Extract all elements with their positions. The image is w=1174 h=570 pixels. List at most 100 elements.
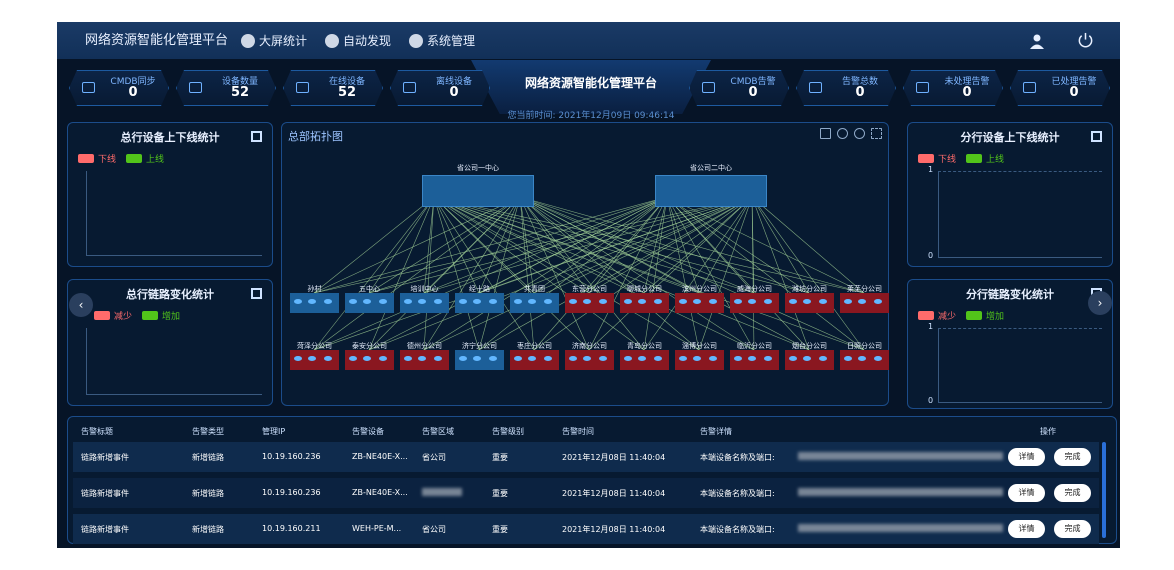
branch-node[interactable]: 滨州分公司	[675, 285, 724, 313]
cell-ip: 10.19.160.236	[262, 488, 321, 497]
stat-online-devices: 在线设备 52	[283, 70, 383, 106]
detail-button[interactable]: 详情	[1008, 520, 1045, 538]
branch-node[interactable]: 日照分公司	[840, 342, 889, 370]
branch-node[interactable]: 泰安分公司	[345, 342, 394, 370]
topology-link	[433, 196, 755, 351]
table-scrollbar[interactable]	[1102, 442, 1106, 538]
stat-label: CMDB告警	[730, 77, 776, 87]
topology-link	[698, 196, 753, 351]
cell-time: 2021年12月08日 11:40:04	[562, 489, 666, 498]
detail-button[interactable]: 详情	[1008, 448, 1045, 466]
zoom-in-icon[interactable]	[837, 128, 848, 139]
power-icon[interactable]	[1077, 32, 1094, 49]
legend-label[interactable]: 下线	[938, 155, 957, 165]
panel-title: 分行链路变化统计	[966, 288, 1054, 301]
topology-link	[313, 196, 521, 294]
branch-node-label: 济宁分公司	[462, 342, 497, 350]
legend-label[interactable]: 下线	[98, 155, 117, 165]
branch-node-label: 东营分公司	[572, 285, 607, 293]
router-icon	[599, 356, 607, 361]
branch-node[interactable]: 潍坊分公司	[785, 285, 834, 313]
topology-link	[368, 196, 753, 351]
legend-label[interactable]: 减少	[114, 312, 133, 322]
topology-link	[368, 196, 668, 351]
legend-label[interactable]: 减少	[938, 312, 957, 322]
router-icon	[858, 356, 866, 361]
home-icon[interactable]	[820, 128, 831, 139]
branch-node[interactable]: 培训中心	[400, 285, 449, 313]
cell-device: ZB-NE40E-X...	[352, 452, 408, 461]
router-icon	[459, 299, 467, 304]
legend-label[interactable]: 增加	[986, 312, 1005, 322]
detail-button[interactable]: 详情	[1008, 484, 1045, 502]
top-nav-bar: 网络资源智能化管理平台 大屏统计 自动发现 系统管理	[57, 22, 1120, 59]
branch-node[interactable]: 五中心	[345, 285, 394, 313]
complete-button[interactable]: 完成	[1054, 484, 1091, 502]
branch-node[interactable]: 孙村	[290, 285, 339, 313]
complete-button[interactable]: 完成	[1054, 520, 1091, 538]
router-icon	[583, 356, 591, 361]
branch-node[interactable]: 菏泽分公司	[290, 342, 339, 370]
branch-node[interactable]: 威海分公司	[730, 285, 779, 313]
nav-dashboard[interactable]: 大屏统计	[241, 22, 307, 59]
router-icon	[528, 299, 536, 304]
grid-line	[938, 171, 1102, 172]
branch-node[interactable]: 聊城分公司	[620, 285, 669, 313]
router-icon	[363, 299, 371, 304]
stat-label: 设备数量	[221, 77, 258, 87]
legend-label[interactable]: 上线	[146, 155, 165, 165]
topology-link	[368, 196, 435, 294]
router-icon	[748, 356, 756, 361]
topology-link	[643, 196, 753, 294]
col-header-action: 操作	[1040, 427, 1056, 436]
topology-link	[423, 196, 435, 351]
topology-link	[423, 196, 668, 351]
branch-node[interactable]: 青岛分公司	[620, 342, 669, 370]
router-icon	[693, 299, 701, 304]
router-icon	[418, 356, 426, 361]
router-icon	[734, 356, 742, 361]
expand-icon[interactable]	[1091, 131, 1102, 142]
branch-node[interactable]: 烟台分公司	[785, 342, 834, 370]
branch-node[interactable]: 临沂分公司	[730, 342, 779, 370]
carousel-next-button[interactable]: ›	[1088, 291, 1112, 315]
expand-icon[interactable]	[251, 288, 262, 299]
router-icon	[874, 356, 882, 361]
expand-icon[interactable]	[251, 131, 262, 142]
user-icon[interactable]	[1029, 33, 1045, 49]
branch-node[interactable]: 共青团	[510, 285, 559, 313]
branch-node[interactable]: 德州分公司	[400, 342, 449, 370]
branch-node[interactable]: 淄博分公司	[675, 342, 724, 370]
cell-detail: 本端设备名称及端口:	[700, 525, 775, 534]
topology-link	[368, 196, 521, 294]
zoom-out-icon[interactable]	[854, 128, 865, 139]
topology-link	[433, 196, 865, 351]
router-icon	[844, 299, 852, 304]
branch-node[interactable]: 经十路	[455, 285, 504, 313]
branch-node[interactable]: 莱芜分公司	[840, 285, 889, 313]
branch-node[interactable]: 济南分公司	[565, 342, 614, 370]
carousel-prev-button[interactable]: ‹	[69, 293, 93, 317]
hq-node-2[interactable]: 省公司二中心	[655, 164, 767, 207]
branch-node[interactable]: 枣庄分公司	[510, 342, 559, 370]
complete-button[interactable]: 完成	[1054, 448, 1091, 466]
fit-screen-icon[interactable]	[871, 128, 882, 139]
legend-label[interactable]: 增加	[162, 312, 181, 322]
cell-device: WEH-PE-M...	[352, 524, 402, 533]
hq-node-1[interactable]: 省公司一中心	[422, 164, 534, 207]
topology-link	[433, 196, 480, 294]
panel-title: 分行设备上下线统计	[960, 131, 1060, 144]
topology-link	[313, 196, 435, 351]
col-header-detail: 告警详情	[700, 427, 732, 436]
topology-link	[519, 196, 645, 351]
nav-system-management[interactable]: 系统管理	[409, 22, 475, 59]
legend-label[interactable]: 上线	[986, 155, 1005, 165]
branch-node-label: 经十路	[469, 285, 490, 293]
cell-title: 链路新增事件	[81, 453, 129, 462]
branch-node[interactable]: 济宁分公司	[455, 342, 504, 370]
branch-node[interactable]: 东营分公司	[565, 285, 614, 313]
nav-auto-discovery[interactable]: 自动发现	[325, 22, 391, 59]
